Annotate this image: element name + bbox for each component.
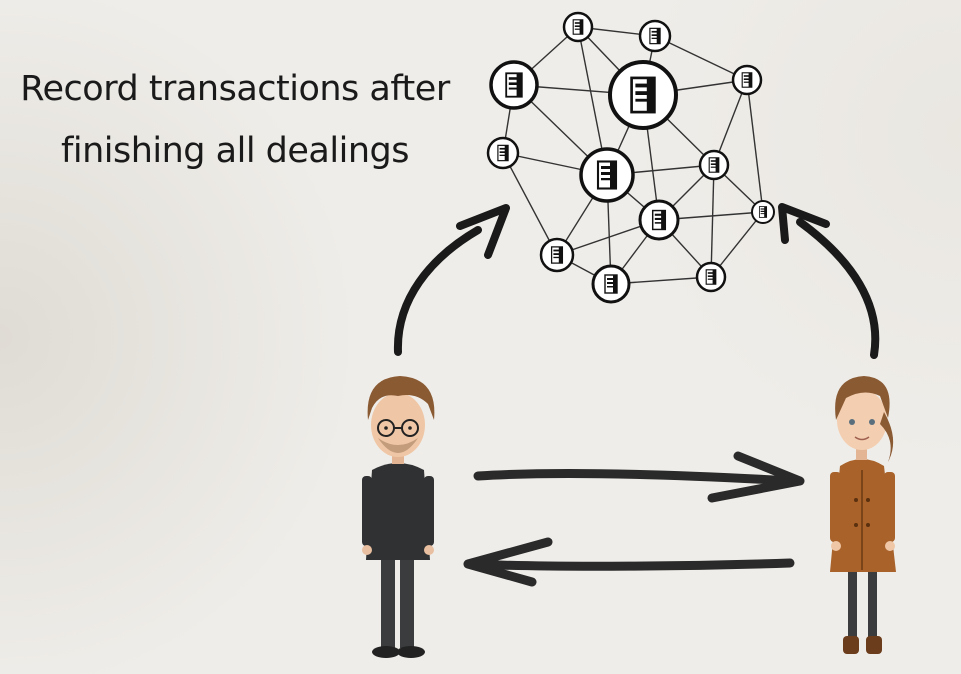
caption-text: Record transactions after finishing all …	[10, 58, 460, 182]
network-nodes	[486, 11, 775, 304]
upload-arrow-left	[393, 204, 510, 356]
server-icon	[486, 136, 520, 170]
woman-figure	[830, 376, 896, 654]
man-figure	[362, 376, 435, 658]
server-icon	[638, 19, 672, 53]
server-icon	[695, 261, 727, 293]
server-icon	[751, 200, 775, 224]
server-icon	[489, 60, 539, 110]
server-icon	[579, 147, 635, 203]
upload-arrow-right	[778, 203, 880, 359]
server-icon	[608, 60, 678, 130]
caption-line-1: Record transactions after	[20, 69, 450, 109]
server-icon	[698, 149, 730, 181]
server-icon	[562, 11, 594, 43]
server-icon	[731, 64, 763, 96]
server-icon	[539, 237, 575, 273]
transfer-arrow-right	[473, 451, 805, 503]
caption-line-2: finishing all dealings	[61, 131, 409, 171]
server-icon	[638, 199, 680, 241]
transfer-arrow-left	[463, 537, 795, 587]
server-icon	[591, 264, 631, 304]
